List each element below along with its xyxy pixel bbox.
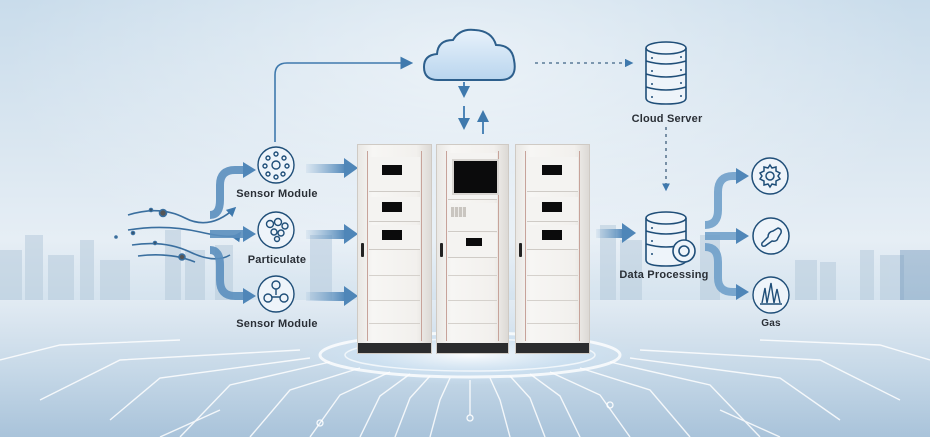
label-data-processing: Data Processing [619, 269, 709, 281]
label-particulate: Particulate [247, 254, 307, 266]
cabinet-handle [519, 243, 522, 257]
cabinet-handle [361, 243, 364, 257]
molecule-icon [257, 275, 295, 313]
cabinet-display [542, 202, 562, 212]
label-sensor-module-top: Sensor Module [236, 188, 318, 200]
cabinet-display [542, 165, 562, 175]
cabinet-display [382, 165, 402, 175]
database-icon [645, 41, 687, 105]
particulate-icon [257, 211, 295, 249]
cabinet-display [382, 202, 402, 212]
label-cloud-server: Cloud Server [631, 113, 703, 125]
sensor-dots-icon [257, 146, 295, 184]
analyzer-cabinet-right [515, 144, 590, 354]
gear-icon [751, 157, 789, 195]
wind-icon [114, 206, 241, 263]
cabinet-keypad [451, 207, 466, 217]
probe-icon [752, 217, 790, 255]
analyzer-cabinet-left [357, 144, 432, 354]
cabinet-monitor [452, 159, 499, 195]
database-gear-icon [645, 211, 696, 267]
cabinet-display [466, 238, 482, 246]
label-sensor-module-bottom: Sensor Module [236, 318, 318, 330]
analyzer-cabinet-center [436, 144, 509, 354]
cabinet-display [382, 230, 402, 240]
label-gas: Gas [761, 318, 781, 329]
cabinet-handle [440, 243, 443, 257]
flame-icon [752, 276, 790, 314]
cabinet-display [542, 230, 562, 240]
